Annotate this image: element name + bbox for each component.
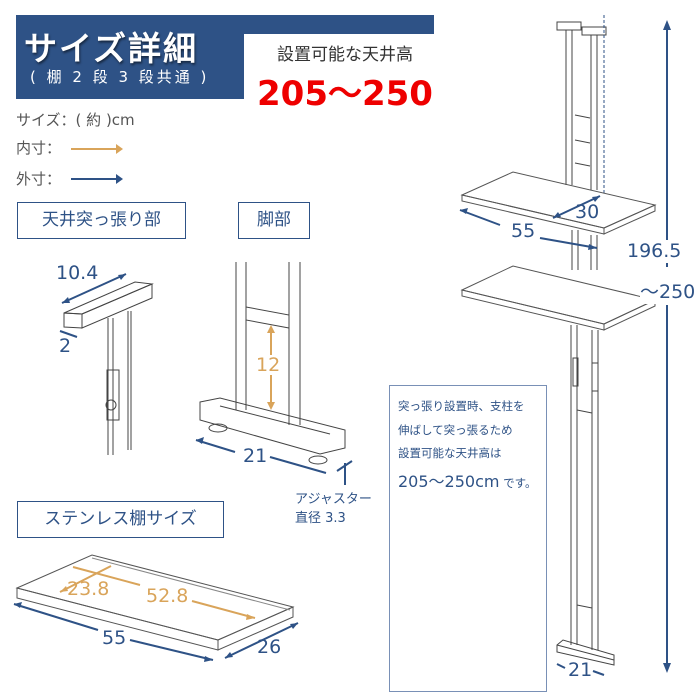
note-range: 205〜250cm です。 (398, 468, 536, 492)
main-shelf-depth-dim: 30 (575, 201, 600, 223)
note-suffix: です。 (499, 476, 537, 490)
main-height-min-dim: 196.5 (627, 240, 682, 262)
inner-dim-label: 内寸： (16, 139, 62, 157)
foot-inner-height-dim: 12 (256, 354, 281, 376)
page-subtitle: ( 棚 2 段 3 段共通 ) (30, 68, 210, 86)
main-base-width-dim: 21 (568, 659, 593, 681)
adjuster-diameter: 直径 3.3 (295, 511, 346, 526)
ceiling-width-dim: 10.4 (56, 262, 99, 284)
note-line-3: 設置可能な天井高は (398, 446, 502, 460)
inner-dim-arrow-icon (71, 144, 123, 154)
foot-part-drawing (199, 262, 346, 465)
main-shelf-width-dim: 55 (511, 220, 536, 242)
note-line-1: 突っ張り設置時、支柱を (398, 399, 525, 413)
ceiling-depth-dim: 2 (59, 335, 72, 357)
ceiling-section-label: 天井突っ張り部 (17, 202, 186, 239)
shelf-section-label: ステンレス棚サイズ (17, 501, 224, 538)
shelf-outer-depth-dim: 26 (257, 636, 282, 658)
installation-note-box: 突っ張り設置時、支柱を 伸ばして突っ張るため 設置可能な天井高は 205〜250… (389, 385, 547, 692)
outer-dim-arrow-icon (71, 174, 123, 184)
page-title: サイズ詳細 (24, 29, 199, 68)
main-height-max-dim: 〜250 (640, 277, 696, 304)
unit-label: サイズ：( 約 )cm (16, 111, 135, 129)
outer-dim-label: 外寸： (16, 170, 62, 188)
installable-height-label: 設置可能な天井高 (277, 45, 413, 65)
installable-height-box: 設置可能な天井高 205〜250 (244, 34, 446, 114)
shelf-inner-width-dim: 52.8 (146, 585, 189, 607)
title-banner: 設置可能な天井高 205〜250 (16, 15, 446, 114)
note-line-2: 伸ばして突っ張るため (398, 423, 513, 437)
shelf-drawing (15, 554, 295, 651)
adjuster-label: アジャスター (295, 492, 372, 507)
ceiling-part-drawing (63, 281, 154, 455)
foot-width-dim: 21 (243, 445, 268, 467)
shelf-inner-depth-dim: 23.8 (67, 578, 110, 600)
note-range-value: 205〜250cm (398, 472, 500, 491)
shelf-outer-width-dim: 55 (102, 627, 127, 649)
foot-section-label: 脚部 (238, 202, 310, 239)
installable-height-value: 205〜250 (257, 74, 433, 114)
